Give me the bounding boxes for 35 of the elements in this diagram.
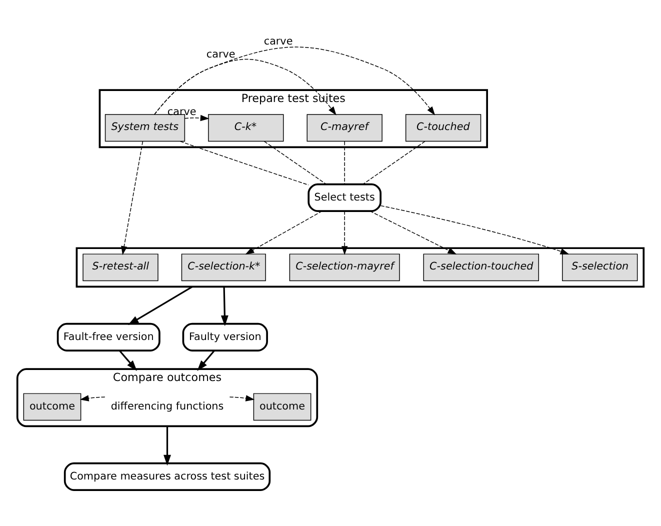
edge-label: carve	[264, 35, 293, 48]
node-box: C-selection-k*	[181, 254, 266, 282]
node-box: S-selection	[562, 254, 638, 282]
node-box: System tests	[104, 114, 186, 142]
arrow	[245, 210, 322, 254]
node-box: S-retest-all	[82, 254, 158, 282]
node-box: C-selection-mayref	[289, 254, 400, 282]
connector	[362, 140, 426, 184]
connector	[344, 141, 345, 184]
arrow	[119, 350, 137, 371]
arrow	[341, 210, 348, 255]
node-box: outcome	[23, 393, 82, 421]
edge-label: carve	[206, 48, 236, 60]
node-box: C-touched	[405, 114, 482, 142]
arrow	[370, 210, 457, 254]
arrow	[380, 205, 570, 254]
node-box: C-mayref	[306, 114, 382, 142]
arrow	[164, 426, 171, 466]
node-text: differencing functions	[110, 400, 224, 413]
node-box: Select tests	[308, 183, 382, 212]
arrow	[154, 46, 436, 116]
arrow	[80, 395, 106, 402]
node-box: Fault-free version	[56, 322, 160, 352]
arrow	[220, 286, 228, 326]
arrow	[184, 114, 210, 122]
arrow	[229, 395, 255, 402]
node-box: C-selection-touched	[423, 254, 540, 282]
node-box: outcome	[253, 393, 312, 421]
node-box: C-k*	[208, 114, 284, 142]
node-box: Compare measures across test suites	[64, 462, 271, 491]
connector	[264, 140, 326, 184]
connector	[180, 140, 309, 186]
arrow	[197, 350, 215, 371]
node-box: Faulty version	[182, 322, 268, 352]
arrow	[128, 286, 193, 325]
